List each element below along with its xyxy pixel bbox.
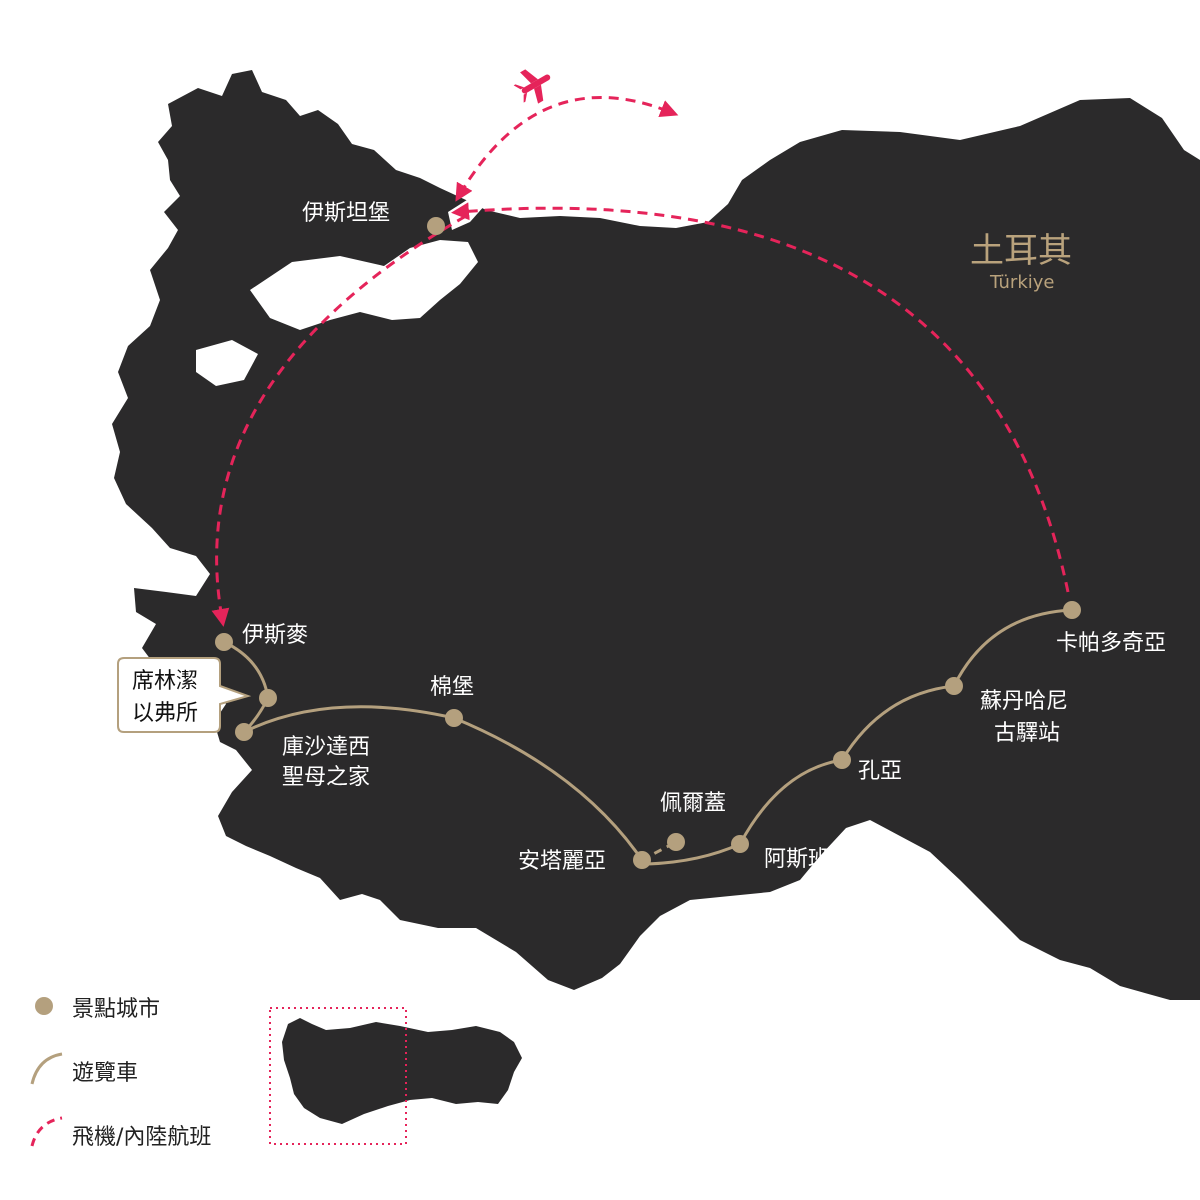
city-dot-izmir[interactable]	[215, 633, 233, 651]
label-kusadasi-1: 庫沙達西	[282, 735, 370, 760]
inset-turkey-shape	[282, 1018, 522, 1124]
flight-international	[455, 96, 679, 202]
city-dot-cappadocia[interactable]	[1063, 601, 1081, 619]
city-dot-istanbul[interactable]	[427, 217, 445, 235]
callout-line1: 席林潔	[132, 669, 198, 694]
city-dot-ephesus[interactable]	[259, 689, 277, 707]
city-dot-kusadasi[interactable]	[235, 723, 253, 741]
city-dot-konya[interactable]	[833, 751, 851, 769]
legend: 景點城市 遊覽車 飛機/內陸航班	[30, 997, 211, 1150]
inset-frame	[269, 1007, 407, 1145]
bus-segment-kusadasi-pamukkale	[243, 705, 455, 734]
city-labels: 伊斯坦堡 伊斯麥 庫沙達西 聖母之家 棉堡 安塔麗亞 佩爾蓋 阿斯班多斯 孔亞 …	[242, 201, 1166, 874]
flight-istanbul-izmir	[211, 214, 467, 627]
legend-flight-line	[30, 1116, 63, 1147]
bus-segment-sultanhani-cappadocia	[952, 608, 1073, 687]
label-pamukkale: 棉堡	[430, 675, 474, 700]
turkey-landmass	[112, 70, 1200, 1000]
label-kusadasi-2: 聖母之家	[282, 765, 370, 790]
city-dot-pamukkale[interactable]	[445, 709, 463, 727]
callout-box	[117, 657, 252, 733]
flight-routes	[211, 96, 1070, 627]
country-label: 土耳其 Türkiye	[970, 231, 1072, 293]
country-name: 土耳其	[970, 231, 1072, 271]
label-konya: 孔亞	[858, 759, 902, 784]
inset-map	[269, 1007, 522, 1145]
label-antalya: 安塔麗亞	[518, 849, 606, 874]
legend-flight-label: 飛機/內陸航班	[72, 1125, 211, 1150]
label-istanbul: 伊斯坦堡	[302, 201, 390, 226]
legend-bus-line	[30, 1052, 63, 1085]
city-dot-antalya[interactable]	[633, 851, 651, 869]
label-aspendos: 阿斯班多斯	[764, 847, 874, 872]
label-cappadocia: 卡帕多奇亞	[1056, 631, 1166, 656]
land	[112, 70, 1200, 1000]
callout-line2: 以弗所	[132, 701, 198, 726]
city-dots	[215, 217, 1081, 869]
city-dot-perge[interactable]	[667, 833, 685, 851]
country-name-local: Türkiye	[989, 272, 1055, 293]
airplane-icon	[513, 69, 551, 104]
callout-ephesus: 席林潔 以弗所	[117, 657, 252, 733]
label-sultanhani-2: 古驛站	[994, 721, 1060, 746]
legend-city-label: 景點城市	[72, 997, 160, 1022]
legend-city-dot	[35, 997, 53, 1015]
legend-bus-label: 遊覽車	[72, 1061, 138, 1086]
bus-segment-konya-sultanhani	[840, 684, 955, 761]
label-izmir: 伊斯麥	[242, 623, 308, 648]
bus-segment-pamukkale-antalya	[453, 716, 644, 861]
aegean-inlet	[196, 340, 258, 386]
label-sultanhani-1: 蘇丹哈尼	[980, 689, 1068, 714]
bus-segment-aspendos-konya	[738, 758, 843, 845]
city-dot-sultanhani[interactable]	[945, 677, 963, 695]
label-perge: 佩爾蓋	[660, 791, 726, 816]
city-dot-aspendos[interactable]	[731, 835, 749, 853]
